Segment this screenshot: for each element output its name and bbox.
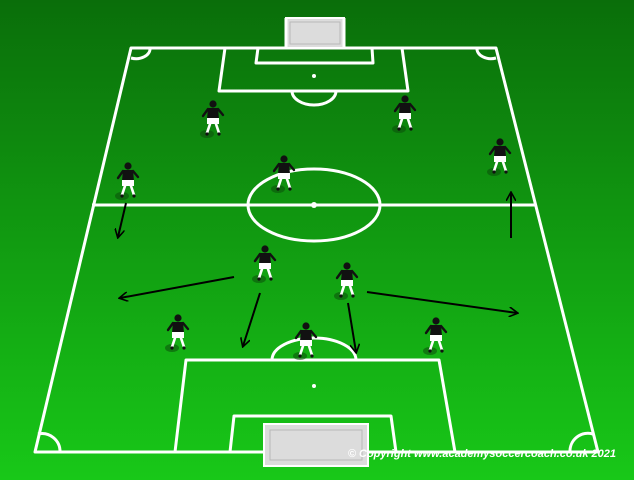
centre-circle: [246, 167, 382, 243]
copyright-text: © Copyright www.academysoccercoach.co.uk…: [347, 448, 616, 460]
bottom-penalty-spot: [312, 384, 316, 388]
bottom-goal-area: [228, 414, 398, 454]
corner-arc-top-left: [130, 47, 152, 61]
corner-arc-top-right: [475, 47, 497, 61]
top-penalty-arc: [290, 90, 338, 107]
bottom-goal: [263, 423, 369, 467]
movement-arrow: [366, 291, 517, 313]
top-goal: [284, 17, 346, 49]
corner-arc-bottom-left: [37, 432, 62, 453]
movement-arrows: [118, 193, 517, 352]
movement-arrow: [120, 276, 235, 298]
corner-arc-bottom-right: [568, 431, 594, 453]
movement-arrow: [347, 302, 356, 352]
movement-arrow: [118, 202, 127, 237]
top-penalty-spot: [312, 74, 316, 78]
movement-arrow: [243, 292, 261, 346]
centre-spot: [311, 202, 317, 208]
